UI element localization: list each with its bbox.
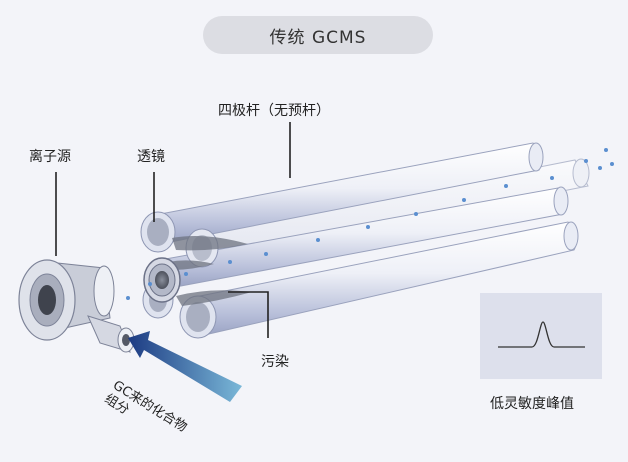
ion-source <box>18 259 135 353</box>
rod-end-bottom <box>179 295 217 339</box>
diagram-title: 传统 GCMS <box>269 27 367 48</box>
lens <box>143 257 181 303</box>
rod-top <box>149 142 544 245</box>
contamination-smudges <box>168 236 252 306</box>
ion-source-label: 离子源 <box>29 149 71 165</box>
contamination-label: 污染 <box>261 354 289 370</box>
quadrupole-label: 四极杆（无预杆） <box>218 103 330 119</box>
rod-end-top <box>140 211 176 253</box>
rod-bottom <box>189 221 579 337</box>
peak-trace <box>498 321 585 348</box>
leader-lines <box>55 122 291 338</box>
gc-inlet-arrow <box>128 331 242 402</box>
lens-label: 透镜 <box>137 149 165 165</box>
rod-middle <box>159 186 569 289</box>
low-sensitivity-label: 低灵敏度峰值 <box>490 396 574 412</box>
ion-dots <box>126 148 614 300</box>
title-pill: 传统 GCMS <box>203 16 433 54</box>
